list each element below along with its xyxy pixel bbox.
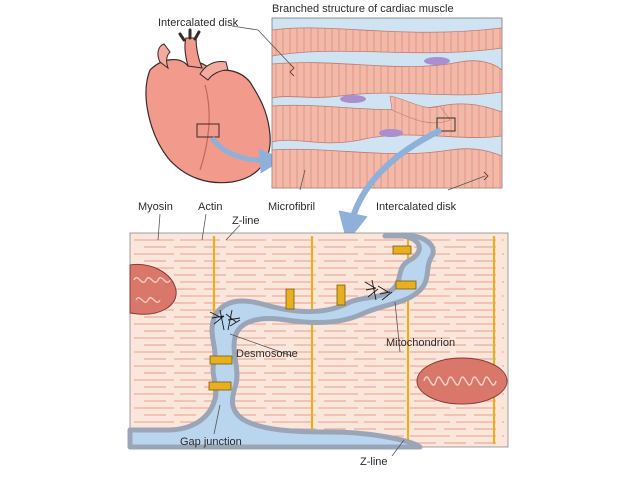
desmosomes <box>209 279 393 331</box>
label-actin: Actin <box>198 201 222 213</box>
label-branched-structure: Branched structure of cardiac muscle <box>272 3 454 15</box>
arrow-tissue-to-detail <box>338 127 443 243</box>
label-z-line-bottom: Z-line <box>360 456 388 468</box>
arrow-heart-to-tissue <box>209 136 285 174</box>
gap-junctions <box>208 245 417 391</box>
label-gap-junction: Gap junction <box>180 436 242 448</box>
mitochondrion-left <box>129 263 177 315</box>
branched-tissue-panel <box>271 17 503 189</box>
aortic-branches <box>178 28 201 42</box>
label-intercalated-disk-top: Intercalated disk <box>158 17 239 29</box>
intercalated-disk-mark <box>289 63 295 77</box>
nucleus <box>424 57 450 65</box>
pulmonary-artery <box>199 61 229 81</box>
heart-sample-box <box>196 123 220 138</box>
tissue-sample-box <box>436 117 456 132</box>
label-z-line-top: Z-line <box>232 215 260 227</box>
label-myosin: Myosin <box>138 201 173 213</box>
nucleus <box>379 129 403 137</box>
intercalated-disk-membrane <box>127 232 436 450</box>
label-mitochondrion: Mitochondrion <box>386 337 455 349</box>
myofilaments <box>134 239 504 444</box>
label-desmosome: Desmosome <box>236 348 298 360</box>
heart-illustration <box>145 28 271 184</box>
intercalated-disk-mark <box>483 171 489 181</box>
heart-groove <box>199 84 210 171</box>
nucleus <box>340 95 366 103</box>
mitochondrion-right <box>416 357 508 405</box>
label-intercalated-disk-right: Intercalated disk <box>376 201 457 213</box>
aorta <box>184 37 203 69</box>
vena-cava <box>157 43 171 70</box>
detail-panel <box>127 213 509 457</box>
label-microfibril: Microfibril <box>268 201 315 213</box>
